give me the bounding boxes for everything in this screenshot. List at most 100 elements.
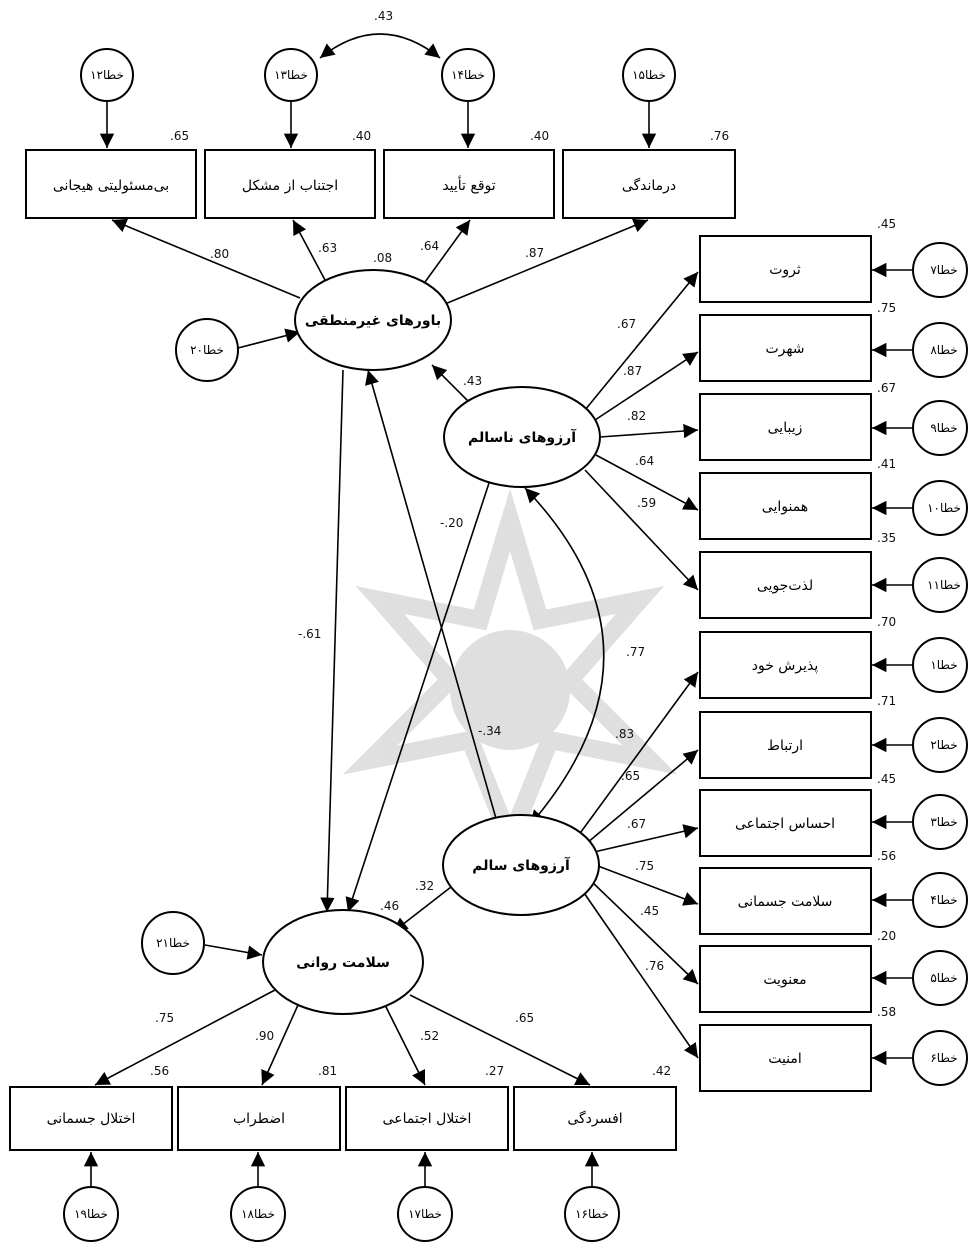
error-18: خطا۱۸: [230, 1186, 286, 1242]
error-8: خطا۸: [912, 322, 968, 378]
svg-text:باورهای غیرمنطقی: باورهای غیرمنطقی: [305, 313, 441, 329]
path-irrational-mental: -.61: [298, 627, 321, 641]
svg-text:خطا۱: خطا۱: [930, 658, 957, 672]
svg-text:همنوایی: همنوایی: [762, 499, 808, 515]
r2-i1: .65: [170, 129, 189, 143]
error-1: خطا۱: [912, 637, 968, 693]
cov-e13-e14: .43: [374, 9, 393, 23]
latent-healthy-aspirations: آرزوهای سالم: [442, 814, 600, 916]
loading-m2: .90: [255, 1029, 274, 1043]
loading-h4: .67: [627, 817, 646, 831]
svg-text:توقع تأیید: توقع تأیید: [442, 175, 495, 194]
indicator-approval-expectation: توقع تأیید: [383, 149, 555, 219]
svg-text:ارتباط: ارتباط: [767, 738, 803, 754]
indicator-somatic-disorder: اختلال جسمانی: [9, 1086, 173, 1151]
cov-healthy-unhealthy: .77: [626, 645, 645, 659]
latent-irrational-beliefs: باورهای غیرمنطقی: [294, 269, 452, 371]
svg-text:زیبایی: زیبایی: [768, 420, 803, 436]
indicator-self-acceptance: پذیرش خود: [699, 631, 872, 699]
svg-text:خطا۹: خطا۹: [930, 421, 957, 435]
latent-mental-health: سلامت روانی: [262, 909, 424, 1015]
svg-text:خطا۱۹: خطا۱۹: [74, 1207, 108, 1221]
svg-text:خطا۸: خطا۸: [930, 343, 957, 357]
svg-text:خطا۴: خطا۴: [930, 893, 957, 907]
svg-text:خطا۳: خطا۳: [930, 815, 957, 829]
r2-mental: .46: [380, 899, 399, 913]
indicator-helplessness: درماندگی: [562, 149, 736, 219]
indicator-emotional-irresponsibility: بی‌مسئولیتی هیجانی: [25, 149, 197, 219]
error-15: خطا۱۵: [622, 48, 676, 102]
svg-text:پذیرش خود: پذیرش خود: [752, 658, 819, 674]
svg-text:اضطراب: اضطراب: [233, 1111, 285, 1127]
error-11: خطا۱۱: [912, 557, 968, 613]
svg-text:خطا۲: خطا۲: [930, 738, 957, 752]
r2-i4: .76: [710, 129, 729, 143]
error-6: خطا۶: [912, 1030, 968, 1086]
indicator-security: امنیت: [699, 1024, 872, 1092]
svg-text:خطا۱۸: خطا۱۸: [241, 1207, 275, 1221]
indicator-spirituality: معنویت: [699, 945, 872, 1013]
error-13: خطا۱۳: [264, 48, 318, 102]
indicator-anxiety: اضطراب: [177, 1086, 341, 1151]
svg-text:خطا۱۲: خطا۱۲: [90, 68, 124, 82]
svg-text:خطا۶: خطا۶: [930, 1051, 957, 1065]
error-9: خطا۹: [912, 400, 968, 456]
svg-text:خطا۵: خطا۵: [930, 971, 957, 985]
loading-i4: .87: [525, 246, 544, 260]
r2-u3: .67: [877, 381, 896, 395]
loading-u4: .64: [635, 454, 654, 468]
r2-h3: .45: [877, 772, 896, 786]
loading-h7: .76: [645, 959, 664, 973]
r2-m1: .56: [150, 1064, 169, 1078]
indicator-hedonism: لذت‌جویی: [699, 551, 872, 619]
svg-text:خطا۷: خطا۷: [930, 263, 957, 277]
loading-i2: .63: [318, 241, 337, 255]
svg-text:سلامت جسمانی: سلامت جسمانی: [738, 894, 833, 910]
loading-m4: .65: [515, 1011, 534, 1025]
latent-unhealthy-aspirations: آرزوهای ناسالم: [443, 386, 601, 488]
error-10: خطا۱۰: [912, 480, 968, 536]
error-4: خطا۴: [912, 872, 968, 928]
indicator-problem-avoidance: اجتناب از مشکل: [204, 149, 376, 219]
r2-i3: .40: [530, 129, 549, 143]
r2-h6: .58: [877, 1005, 896, 1019]
indicator-depression: افسردگی: [513, 1086, 677, 1151]
svg-text:خطا۱۱: خطا۱۱: [927, 578, 961, 592]
svg-text:بی‌مسئولیتی هیجانی: بی‌مسئولیتی هیجانی: [53, 178, 169, 194]
svg-text:خطا۱۵: خطا۱۵: [632, 68, 666, 82]
error-20: خطا۲۰: [175, 318, 239, 382]
watermark-emblem: [342, 488, 678, 865]
svg-text:لذت‌جویی: لذت‌جویی: [757, 578, 813, 594]
svg-text:اختلال اجتماعی: اختلال اجتماعی: [383, 1111, 472, 1127]
path-unhealthy-mental: -.20: [440, 516, 463, 530]
error-14: خطا۱۴: [441, 48, 495, 102]
svg-text:شهرت: شهرت: [765, 341, 804, 357]
loading-h6: .45: [640, 904, 659, 918]
error-5: خطا۵: [912, 950, 968, 1006]
indicator-wealth: ثروت: [699, 235, 872, 303]
indicator-physical-health: سلامت جسمانی: [699, 867, 872, 935]
svg-text:اجتناب از مشکل: اجتناب از مشکل: [242, 178, 338, 194]
path-unhealthy-irrational: .43: [463, 374, 482, 388]
r2-h2: .71: [877, 694, 896, 708]
svg-text:سلامت روانی: سلامت روانی: [296, 955, 390, 971]
svg-text:آرزوهای ناسالم: آرزوهای ناسالم: [468, 428, 577, 446]
loading-u1: .67: [617, 317, 636, 331]
svg-text:خطا۱۶: خطا۱۶: [575, 1207, 609, 1221]
r2-i2: .40: [352, 129, 371, 143]
indicator-relationship: ارتباط: [699, 711, 872, 779]
error-3: خطا۳: [912, 794, 968, 850]
r2-h1: .70: [877, 615, 896, 629]
indicator-social-feeling: احساس اجتماعی: [699, 789, 872, 857]
r2-u1: .45: [877, 217, 896, 231]
indicator-beauty: زیبایی: [699, 393, 872, 461]
svg-text:خطا۲۰: خطا۲۰: [190, 343, 224, 357]
indicator-fame: شهرت: [699, 314, 872, 382]
loading-i1: .80: [210, 247, 229, 261]
error-7: خطا۷: [912, 242, 968, 298]
error-19: خطا۱۹: [63, 1186, 119, 1242]
r2-u2: .75: [877, 301, 896, 315]
r2-m2: .81: [318, 1064, 337, 1078]
loading-u2: .87: [623, 364, 642, 378]
